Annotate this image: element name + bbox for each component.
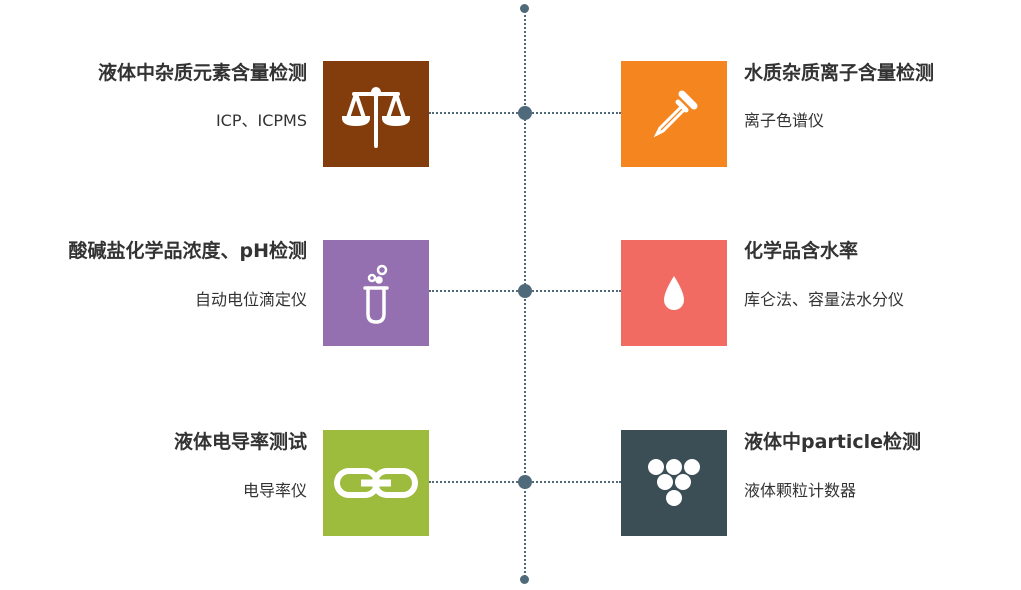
timeline-node-3 bbox=[518, 475, 532, 489]
particles-icon bbox=[621, 430, 727, 536]
item-subtitle: 离子色谱仪 bbox=[744, 111, 825, 130]
item-subtitle: ICP、ICPMS bbox=[215, 111, 307, 130]
item-subtitle: 自动电位滴定仪 bbox=[194, 290, 307, 309]
dropper-icon bbox=[621, 61, 727, 167]
item-title: 化学品含水率 bbox=[744, 240, 859, 262]
item-subtitle: 电导率仪 bbox=[242, 481, 307, 500]
timeline-node-2 bbox=[518, 284, 532, 298]
timeline-start-dot bbox=[520, 4, 529, 13]
timeline-node-1 bbox=[518, 106, 532, 120]
item-title: 液体电导率测试 bbox=[173, 431, 307, 453]
timeline-end-dot bbox=[520, 575, 529, 584]
item-title: 水质杂质离子含量检测 bbox=[744, 62, 935, 84]
water-drop-icon bbox=[621, 240, 727, 346]
item-subtitle: 库仑法、容量法水分仪 bbox=[744, 290, 905, 309]
item-title: 液体中杂质元素含量检测 bbox=[97, 62, 307, 84]
item-title: 酸碱盐化学品浓度、pH检测 bbox=[68, 240, 307, 262]
scale-icon bbox=[323, 61, 429, 167]
item-subtitle: 液体颗粒计数器 bbox=[744, 481, 857, 500]
test-tube-icon bbox=[323, 240, 429, 346]
item-title: 液体中particle检测 bbox=[744, 431, 922, 453]
chain-link-icon bbox=[323, 430, 429, 536]
